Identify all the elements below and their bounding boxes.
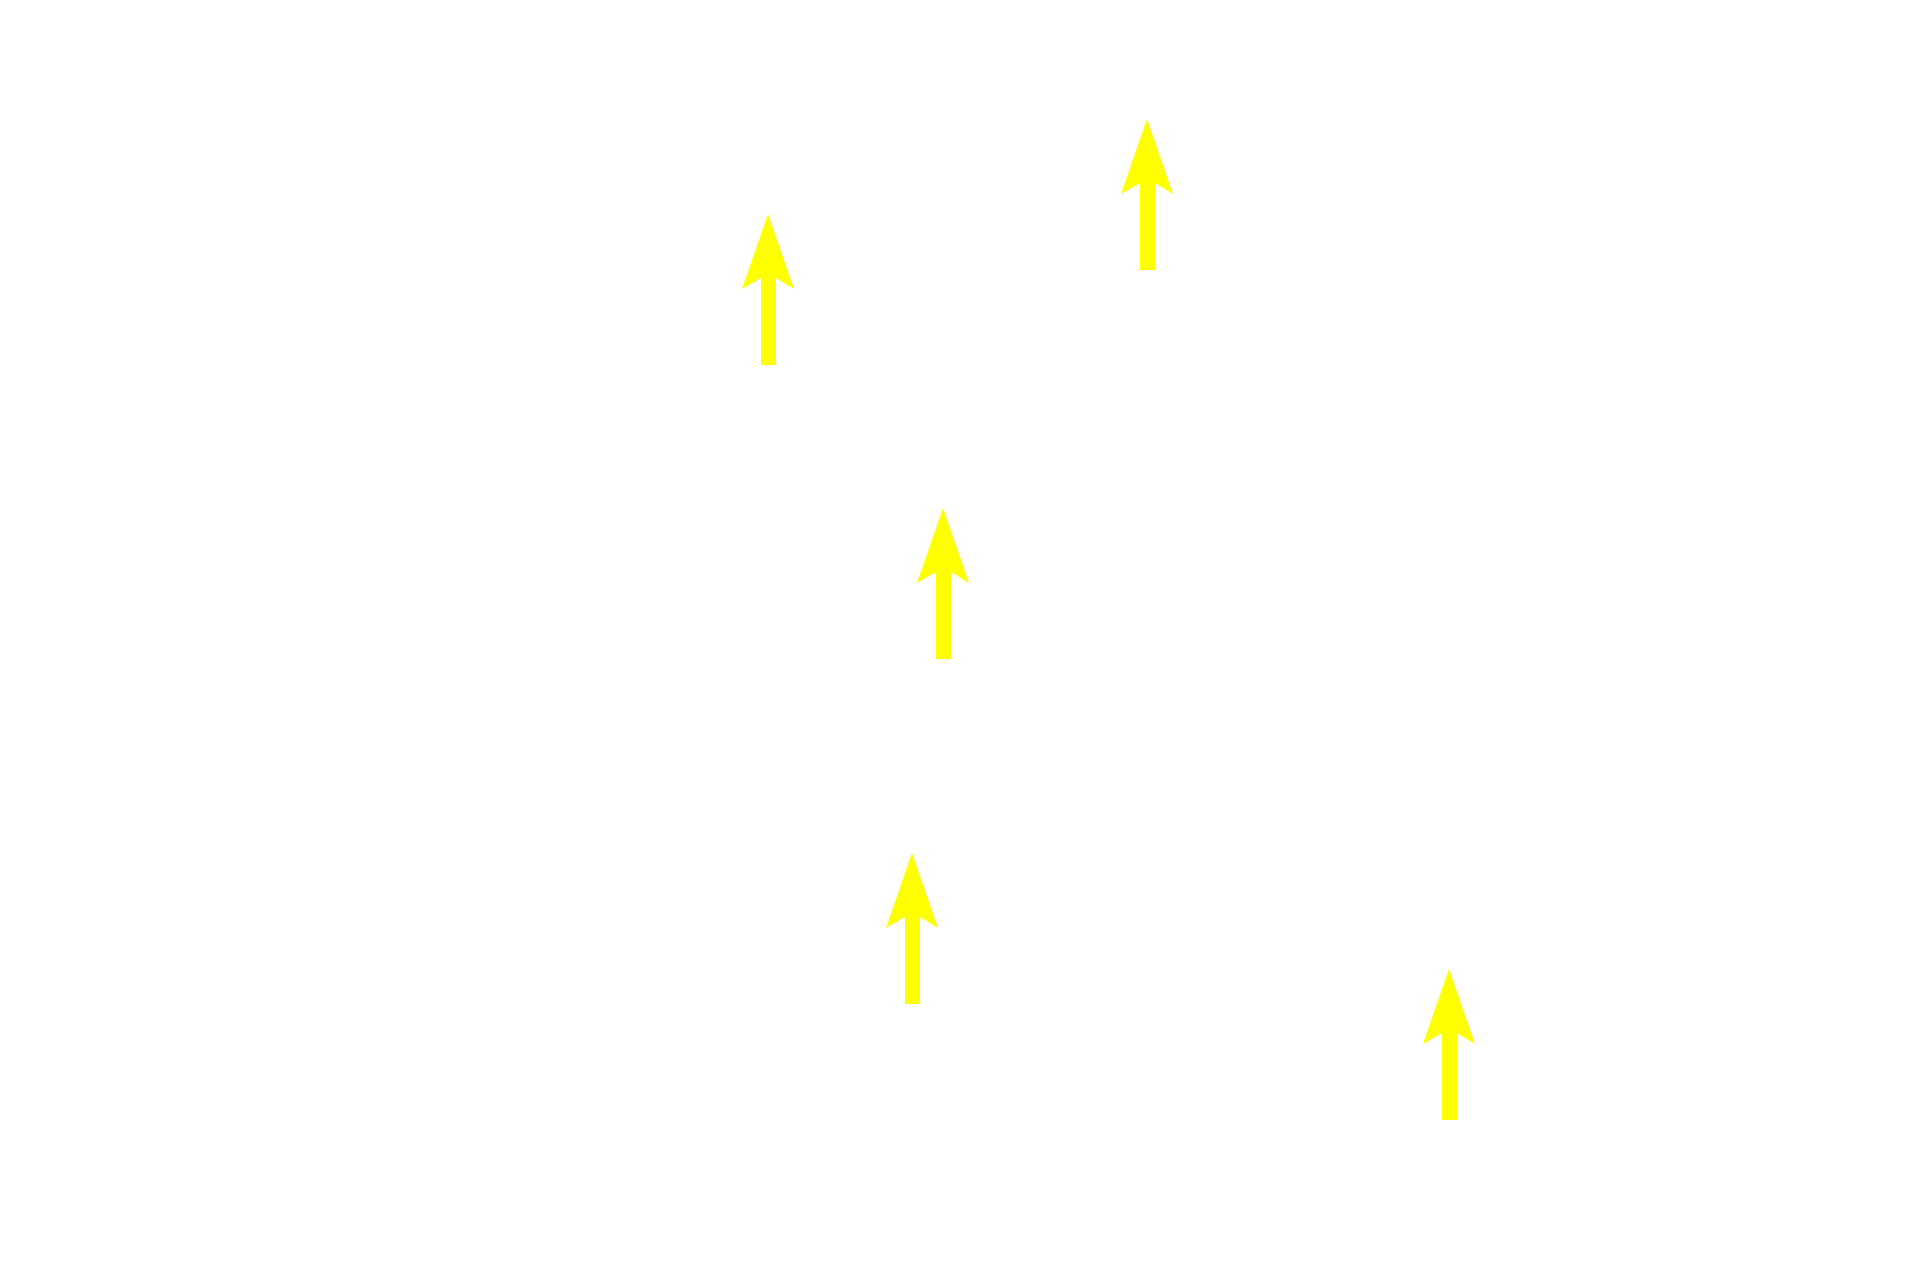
arrow-up-icon [1423, 969, 1475, 1120]
arrow-up-icon [1121, 119, 1173, 270]
arrow-up-icon [917, 508, 969, 659]
arrow-up-icon [886, 853, 938, 1004]
arrow-up-icon [742, 214, 794, 365]
